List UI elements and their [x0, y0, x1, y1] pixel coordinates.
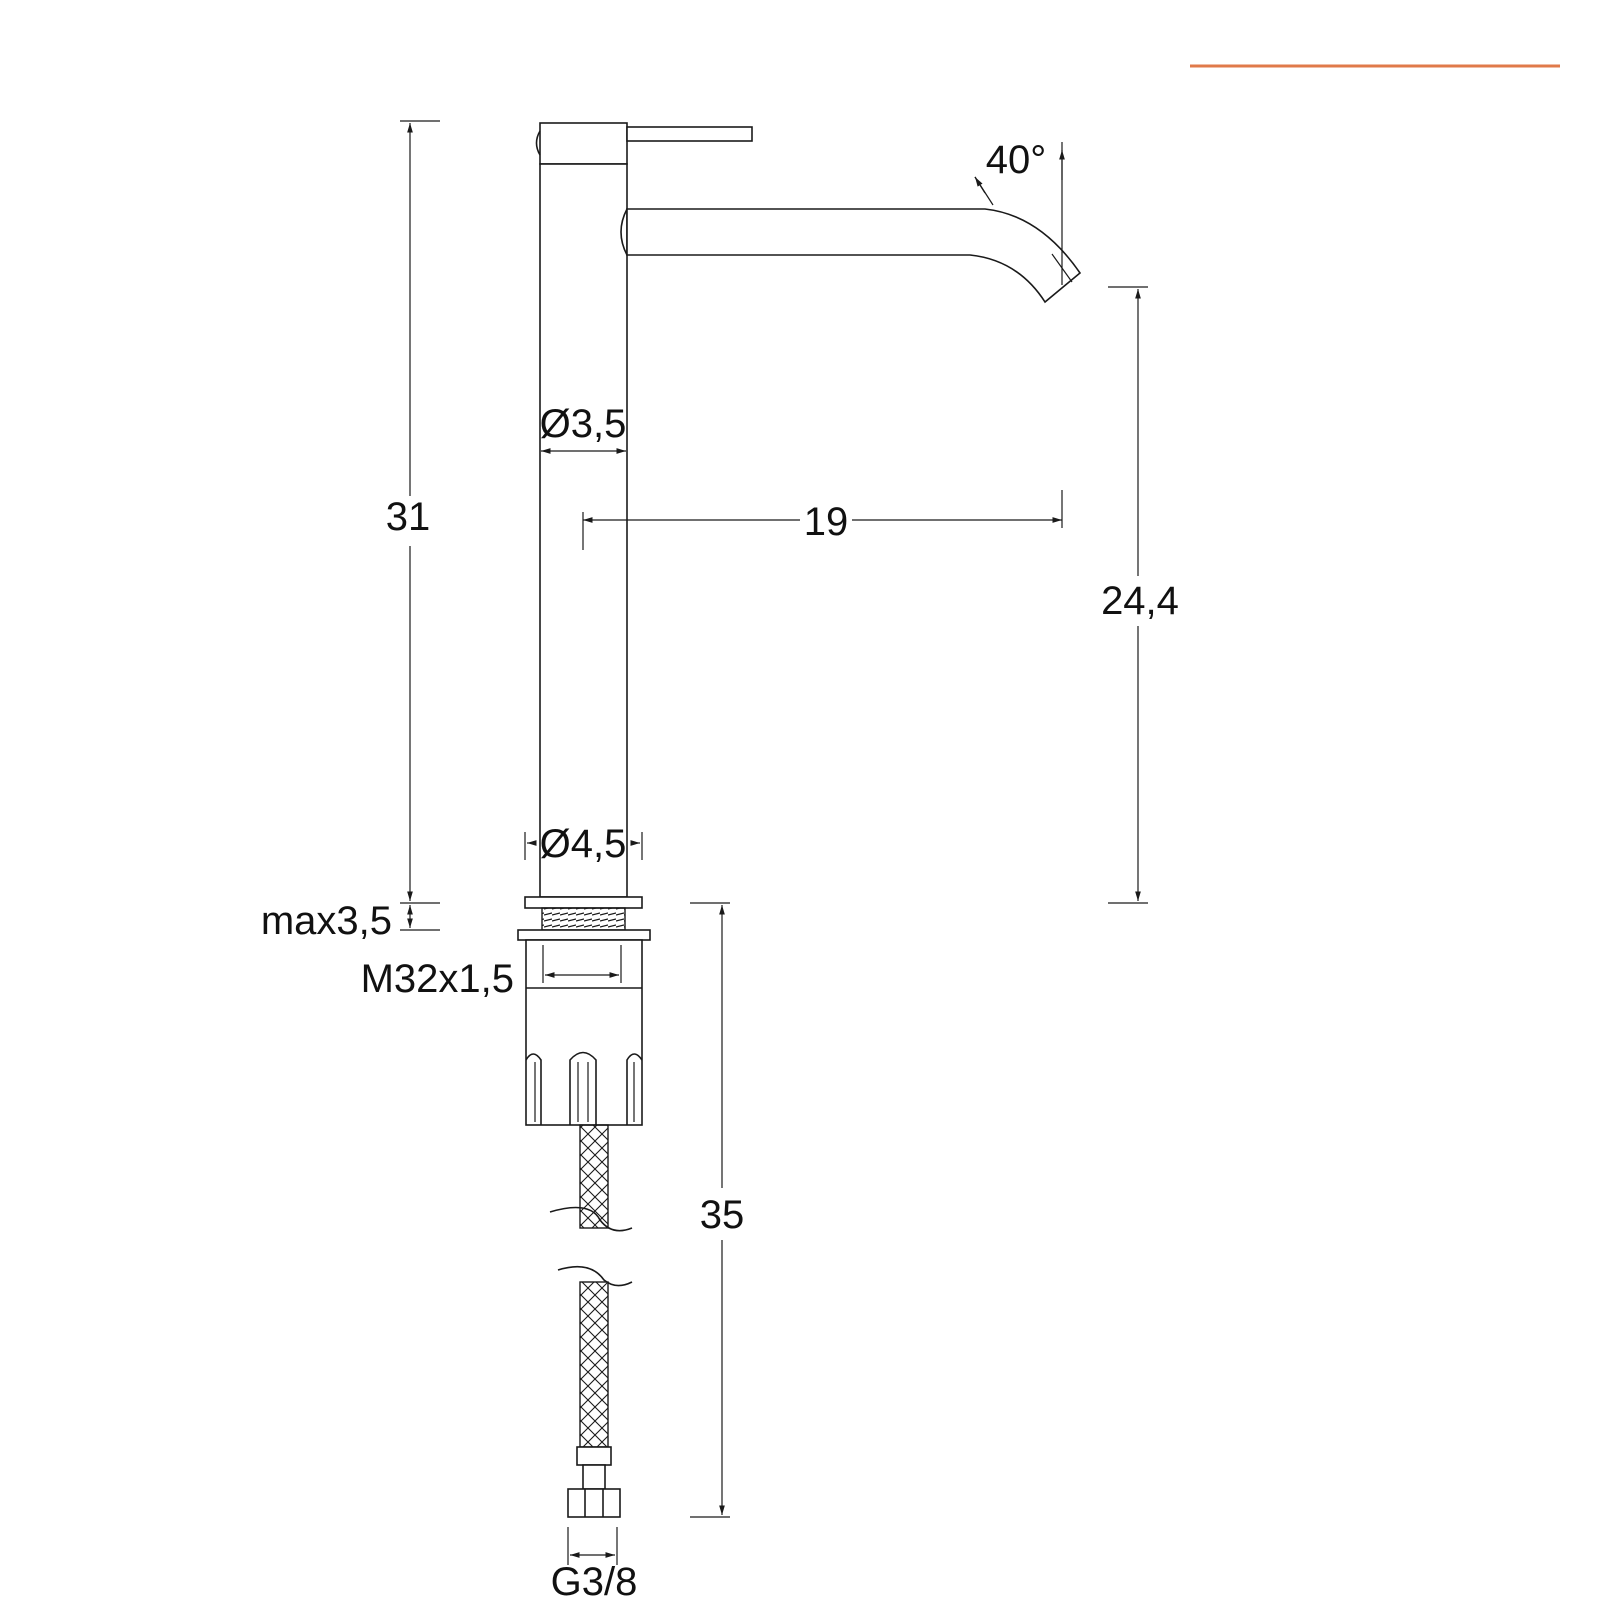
spout	[626, 208, 1082, 304]
base-flange	[524, 896, 643, 909]
label-spout-diameter: Ø3,5	[540, 402, 627, 446]
label-spout-reach: 19	[804, 500, 849, 544]
label-spout-height: 24,4	[1101, 579, 1179, 623]
mounting-assembly	[517, 896, 651, 1126]
label-max-deck-thickness: max3,5	[261, 899, 392, 943]
handle-cap	[539, 122, 628, 165]
hose-ferrule	[576, 1446, 612, 1466]
label-hose-connection: G3/8	[551, 1560, 638, 1600]
hose-lower	[579, 1281, 609, 1448]
label-total-height: 31	[386, 495, 431, 539]
threaded-stem	[541, 907, 626, 931]
label-base-diameter: Ø4,5	[540, 822, 627, 866]
label-hose-length: 35	[700, 1193, 745, 1237]
dimension-lines	[400, 120, 1148, 1565]
label-thread-size: M32x1,5	[361, 957, 514, 1001]
mounting-nut	[525, 939, 643, 1126]
hose-nut	[567, 1488, 621, 1518]
handle-lever	[626, 126, 753, 142]
hose-upper	[579, 1124, 609, 1229]
mounting-plate	[517, 929, 651, 941]
flexible-hose	[549, 1124, 633, 1518]
label-spout-angle: 40°	[986, 138, 1047, 182]
